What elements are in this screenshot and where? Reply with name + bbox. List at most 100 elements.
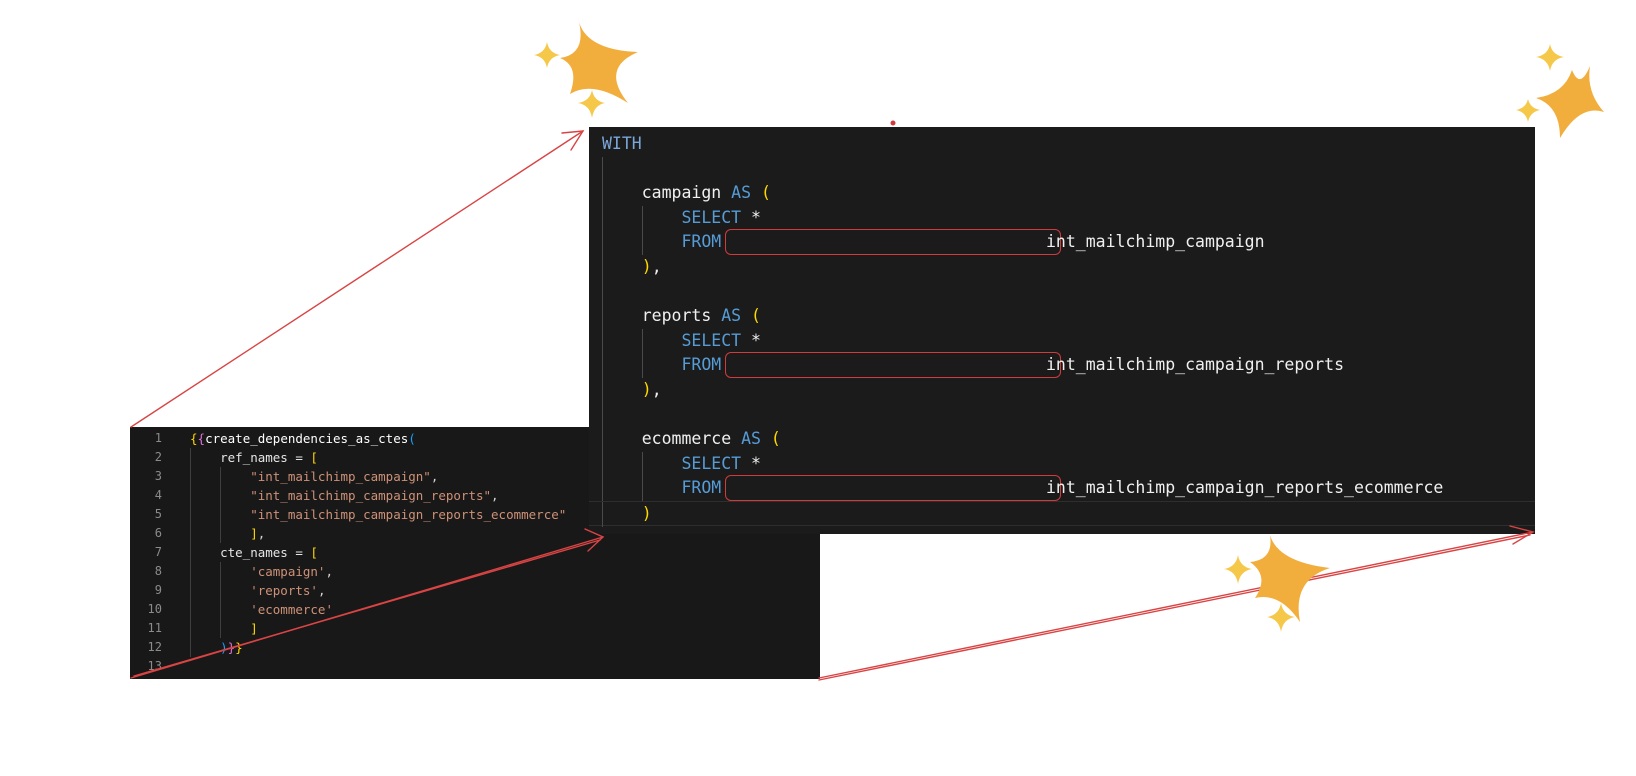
code-token: ] [250,621,258,636]
sql-token: , [651,256,662,276]
sql-token: ( [770,429,781,449]
source-code-line: 2 ref_names = [ [130,448,820,467]
source-code-text: cte_names = [ [190,543,318,562]
code-token: { [197,431,206,446]
indent-guide [602,353,603,378]
indent-guide [641,328,643,354]
line-number: 4 [154,488,162,502]
sql-token: FROM [602,355,722,375]
indent-guide [602,254,603,280]
indent-guide [602,181,603,206]
code-token: "int_mailchimp_campaign" [190,469,431,484]
source-code-line: 4 "int_mailchimp_campaign_reports", [130,486,820,505]
sql-token: * [751,330,761,350]
sql-token [602,504,642,523]
indent-guide [602,279,603,305]
indent-guide [190,486,191,505]
indent-guide [220,524,221,543]
source-code-line: 6 ], [130,524,820,543]
sql-token: ecommerce [641,429,732,449]
compiled-code-line [589,402,1535,428]
compiled-code-line: FROM int_mailchimp_campaign_reports_ecomm… [589,475,1535,502]
code-token: "int_mailchimp_campaign_reports_ecommerc… [190,507,567,522]
sql-token [602,257,642,276]
line-number: 9 [154,583,162,597]
indent-guide [602,377,603,403]
small-star-icon [1516,99,1540,122]
small-star-icon [1536,44,1564,71]
indent-guide [220,486,221,505]
redacted-schema-box [725,229,1062,256]
compiled-code-line: ), [589,254,1535,280]
redacted-schema-box [725,352,1062,379]
sql-token: ( [760,183,771,203]
code-token: ref_names = [190,450,311,465]
compiled-code-line: ecommerce AS ( [589,427,1535,452]
compiled-code-text: FROM [602,230,721,255]
compiled-code-text: ), [602,255,662,280]
source-code-line: 7 cte_names = [ [130,543,820,562]
table-name: int_mailchimp_campaign_reports [1046,355,1345,375]
line-number: 6 [154,526,162,540]
code-token: , [257,526,266,541]
sparkle-icon-top-right [1516,44,1604,138]
sparkle-icon-top-left [534,18,638,118]
sql-token: ) [641,503,652,523]
compiled-code-text: reports AS ( [602,304,761,329]
indent-guide [220,467,221,486]
indent-guide [602,402,603,428]
sql-token: AS [711,306,752,326]
source-code-text: "int_mailchimp_campaign_reports", [190,486,498,505]
compiled-code-line: SELECT * [589,205,1535,231]
indent-guide [190,448,191,467]
code-token: , [317,583,326,598]
indent-guide [602,156,603,182]
small-star-icon [1224,555,1252,584]
sql-token: AS [721,183,761,203]
indent-guide [602,328,603,354]
compiled-code-text: campaign AS ( [602,181,771,206]
compiled-code-line: ), [589,377,1535,403]
sql-token: FROM [602,478,722,498]
sql-token: AS [731,429,771,449]
code-token [190,526,250,541]
small-star-icon [1267,603,1295,632]
source-code-line: 3 "int_mailchimp_campaign", [130,467,820,486]
sql-token: , [651,379,662,399]
code-token: ( [408,431,416,446]
compiled-code-line: campaign AS ( [589,181,1535,206]
zoom-arrow-bottom-b [818,534,1531,681]
line-number: 10 [147,602,162,616]
large-star-icon [1250,535,1330,622]
source-code-line: 1{{create_dependencies_as_ctes( [130,429,820,448]
sql-token: ) [641,379,652,399]
source-code-text: ref_names = [ [190,448,318,467]
indent-guide [602,501,603,527]
line-number: 13 [147,659,162,673]
sql-token: FROM [602,232,722,252]
code-token: [ [310,450,318,465]
table-name: int_mailchimp_campaign_reports_ecommerce [1046,478,1444,498]
sql-token: reports [641,306,712,326]
indent-guide [190,505,191,524]
source-code-text: )}} [190,638,243,657]
compiled-code-text: FROM [602,476,721,501]
compiled-code-text: SELECT * [602,206,760,231]
line-number: 12 [147,640,162,654]
code-token: 'campaign' [190,564,326,579]
small-star-icon [578,90,605,118]
source-code-line: 9 'reports', [130,581,820,600]
indent-guide [220,505,221,524]
source-code-text: ] [190,619,258,638]
source-code-text: 'campaign', [190,562,333,581]
sql-token: * [751,453,761,473]
compiled-code-line: ) [589,500,1535,527]
source-code-line: 5 "int_mailchimp_campaign_reports_ecomme… [130,505,820,524]
source-code-line: 11 ] [130,619,820,638]
compiled-code-text: FROM [602,353,721,378]
indent-guide [602,476,603,501]
red-dot-marker [890,120,896,126]
source-code-line: 8 'campaign', [130,562,820,581]
code-token [190,621,250,636]
